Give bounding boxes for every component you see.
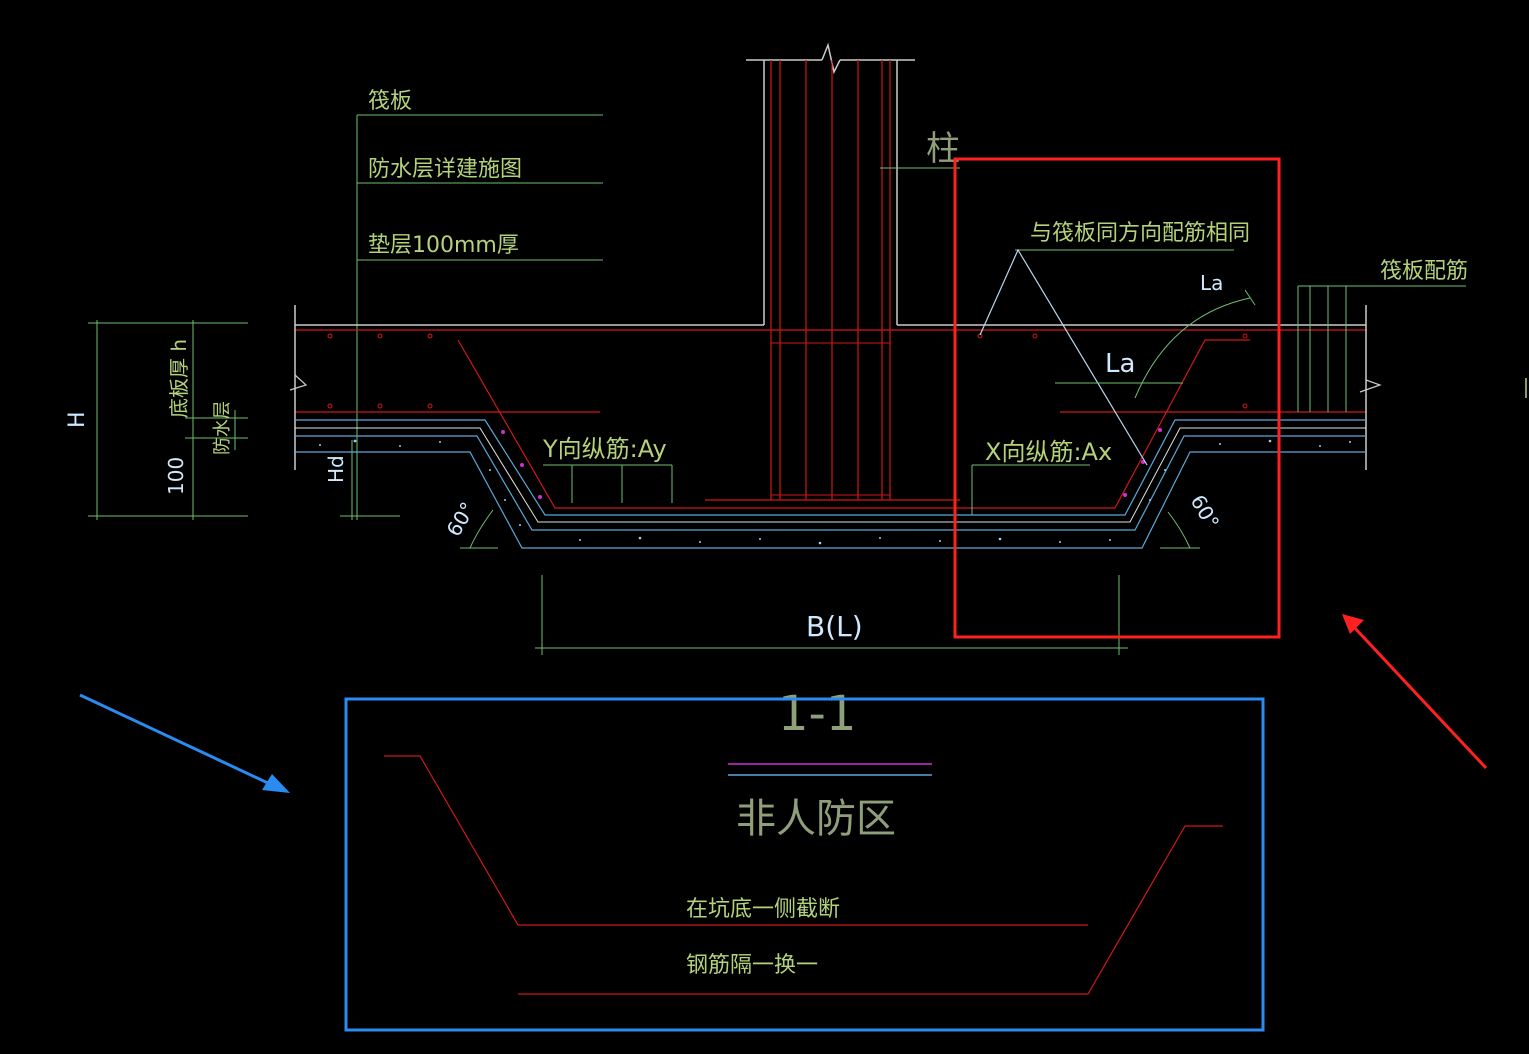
hundred-label: 100 xyxy=(164,457,188,495)
raft-rebar-annotation: 筏板配筋 xyxy=(1297,259,1468,412)
y-rebar-annotation: Y向纵筋:Ay xyxy=(542,435,673,503)
section-label: 1-1 xyxy=(778,686,856,742)
cut-note-label: 在坑底一侧截断 xyxy=(686,897,840,922)
red-arrow xyxy=(1342,614,1488,770)
width-dimension: B(L) xyxy=(535,575,1128,655)
blue-arrow xyxy=(79,693,290,793)
same-direction-label: 与筏板同方向配筋相同 xyxy=(1030,221,1250,246)
red-highlight-box xyxy=(953,157,1281,639)
y-rebar-label: Y向纵筋:Ay xyxy=(542,435,667,463)
angle-left-label: 60° xyxy=(442,498,481,541)
same-direction-note: 与筏板同方向配筋相同 La La xyxy=(979,221,1256,466)
waterproof-layer-label: 防水层 xyxy=(212,401,233,455)
rebar-note-label: 钢筋隔一换一 xyxy=(686,953,818,978)
la-small-label: La xyxy=(1200,271,1223,295)
waterproof-label: 防水层详建施图 xyxy=(368,157,522,182)
raft-label: 筏板 xyxy=(368,89,412,114)
hd-label: Hd xyxy=(324,455,348,483)
column: 柱 xyxy=(746,42,960,500)
base-thickness-label: 底板厚 h xyxy=(167,339,191,418)
cutoff-sketch: 在坑底一侧截断 钢筋隔一换一 xyxy=(384,755,1223,995)
angle-right-label: 60° xyxy=(1186,491,1225,534)
layer-leaders: 筏板 防水层详建施图 垫层100mm厚 xyxy=(356,89,603,520)
x-rebar-annotation: X向纵筋:Ax xyxy=(971,438,1112,515)
raft-slab xyxy=(289,305,1382,470)
x-rebar-label: X向纵筋:Ax xyxy=(985,438,1112,466)
raft-rebar-label: 筏板配筋 xyxy=(1380,259,1468,284)
la-big-label: La xyxy=(1105,349,1135,379)
zone-label: 非人防区 xyxy=(736,796,896,842)
pit-profile xyxy=(294,339,1366,549)
left-dimensions: H 底板厚 h 防水层 100 Hd xyxy=(65,320,400,520)
h-total-label: H xyxy=(65,411,90,428)
width-label: B(L) xyxy=(806,610,863,643)
angle-marks: 60° 60° xyxy=(442,491,1225,549)
cushion-label: 垫层100mm厚 xyxy=(368,233,519,258)
blue-highlight-box xyxy=(344,697,1265,1032)
section-title: 1-1 非人防区 xyxy=(728,686,932,842)
